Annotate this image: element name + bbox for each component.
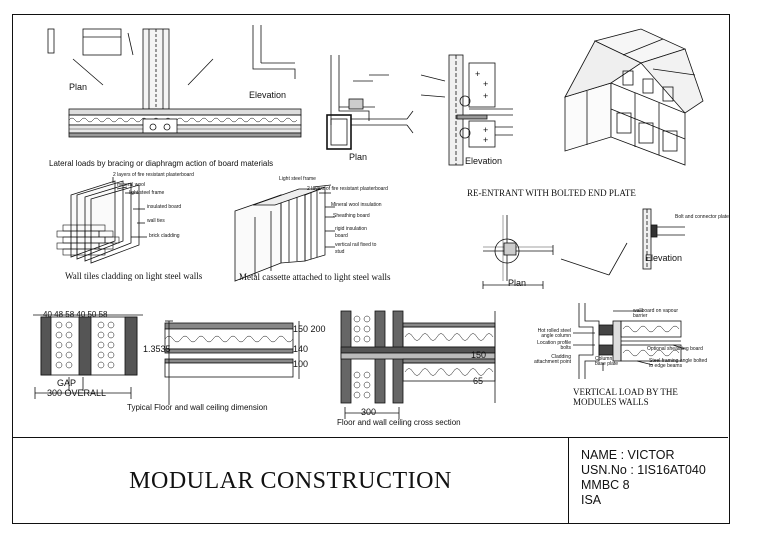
mc-sheathing-label: Sheathing board [333,213,370,219]
reentrant-elevation-drawing [642,208,685,270]
drawing-area: + + + + + [13,15,729,437]
mc-mineral-wool-label: Mineral wool insulation [331,202,382,208]
svg-text:+: + [483,91,488,101]
wt-mineral-wool-label: mineral wool [117,182,146,188]
vl-cladding-point-label: Cladding attachment point [534,354,571,365]
elevation-label-1: Elevation [249,90,287,100]
vertical-load-caption-2: MODULES WALLS [573,397,649,407]
gap-label: GAP [57,378,77,388]
vl-steel-framing-label: Steel framing angle bolted to edge beams [649,358,708,369]
dim-65-label: 65 [473,376,484,386]
dim-140-label: 140 [293,344,309,354]
dim-1353-label: 1.3535 [143,344,171,354]
mc-steel-frame-label: Light steel frame [279,176,316,182]
technical-drawings: + + + + + [33,25,704,419]
plan-label-2: Plan [349,152,368,162]
svg-text:+: + [483,79,488,89]
wt-brick-cladding-label: brick cladding [149,233,180,239]
vl-column-base-label: Column base plate [595,356,619,367]
floor-dimensions-drawing [33,314,300,405]
svg-text:+: + [483,135,488,145]
vl-wallboard-label: wallboard on vapour barrier [633,308,679,319]
dim-150-200-label: 150 200 [293,324,326,334]
title-block: MODULAR CONSTRUCTION NAME : VICTOR USN.N… [13,437,728,524]
dim-100-label: 100 [293,359,309,369]
vertical-load-caption-1: VERTICAL LOAD BY THE [573,387,678,397]
reentrant-plan-drawing [482,215,628,289]
drawing-sheet: + + + + + [12,14,730,524]
mc-vertical-rail-label-1: vertical rail fixed to [335,242,377,248]
column-plan-drawing [326,55,414,150]
vl-hot-rolled-label: Hot rolled steel angle column [537,328,571,339]
drawing-title: MODULAR CONSTRUCTION [13,438,569,524]
floor-cross-section-drawing [340,310,496,419]
bolt-connector-label: Bolt and connector plate [675,214,729,220]
lateral-loads-caption: Lateral loads by bracing or diaphragm ac… [49,159,274,168]
vl-location-profile-label: Location profile bolts [537,340,571,351]
lateral-loads-drawing [47,25,302,138]
overall-dimension-label: 300 OVERALL [47,388,107,398]
wt-steel-frame-label: light steel frame [129,190,165,196]
svg-text:+: + [475,69,480,79]
student-info: NAME : VICTOR USN.No : 1IS16AT040 MMBC 8… [581,448,706,508]
mc-plasterboard-label: 2 layers of fire resistant plasterboard [307,186,388,192]
student-usn: USN.No : 1IS16AT040 [581,463,706,477]
wt-wall-ties-label: wall ties [147,218,165,224]
plan-label-1: Plan [69,82,88,92]
wt-insulated-board-label: insulated board [147,204,182,210]
top-dimensions-label: 40 48 58 40 50 58 [43,310,108,319]
student-name: NAME : VICTOR [581,448,675,462]
dim-300-label: 300 [361,407,377,417]
metal-cassette-caption: Metal cassette attached to light steel w… [239,272,391,282]
cross-section-caption: Floor and wall ceiling cross section [337,418,461,427]
elevation-label-2: Elevation [465,156,503,166]
bolted-elevation-drawing: + + + + + [420,54,513,166]
wall-tiles-caption: Wall tiles cladding on light steel walls [65,271,203,281]
metal-cassette-drawing [234,184,335,282]
modules-isometric-drawing [564,28,704,166]
wt-plasterboard-label: 2 layers of fire resistant plasterboard [113,172,194,178]
reentrant-plan-label: Plan [508,278,527,288]
svg-text:+: + [483,125,488,135]
vl-optional-sheathing-label: Optional sheathing board [647,346,703,352]
section-code: ISA [581,493,602,507]
mc-rigid-insulation-label-2: board [335,233,348,239]
wall-tiles-drawing [56,177,147,264]
reentrant-elevation-label: Elevation [645,253,683,263]
vertical-load-drawing [573,303,686,379]
reentrant-title: RE-ENTRANT WITH BOLTED END PLATE [467,188,636,198]
mc-rigid-insulation-label-1: rigid insulation [335,226,367,232]
floor-dimensions-caption: Typical Floor and wall ceiling dimension [127,403,268,412]
course-code: MMBC 8 [581,478,630,492]
mc-vertical-rail-label-2: stud [335,249,345,255]
dim-150-label: 150 [471,350,487,360]
